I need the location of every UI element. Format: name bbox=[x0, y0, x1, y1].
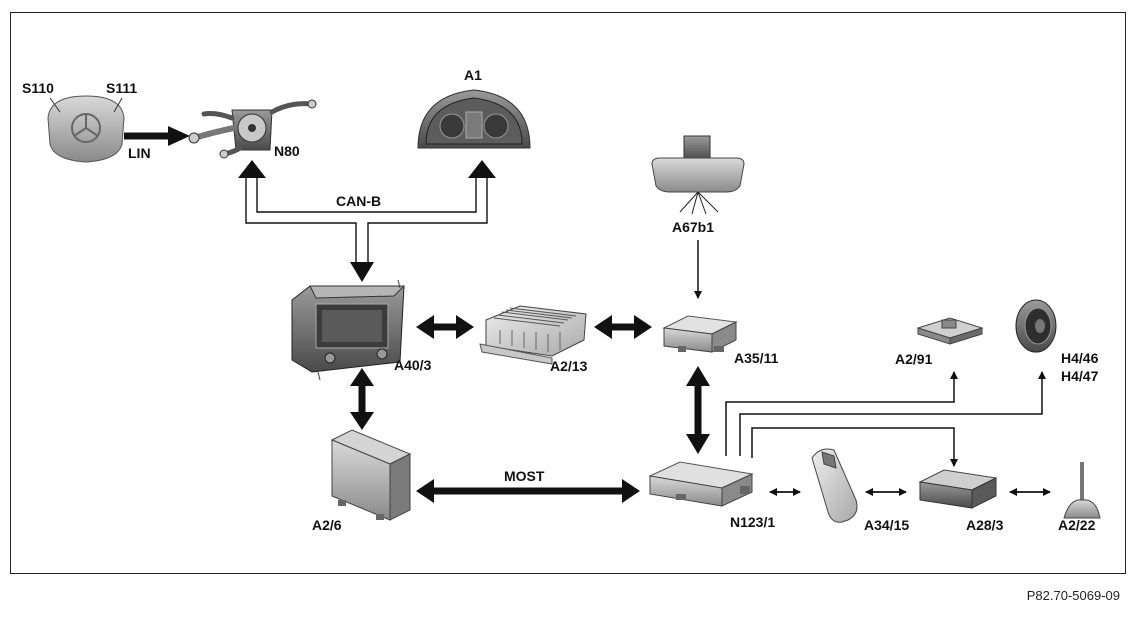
label-a2-22: A2/22 bbox=[1058, 517, 1096, 533]
control-unit-a35-11-icon bbox=[662, 315, 738, 353]
amplifier-a35-11-connection bbox=[594, 315, 652, 339]
label-h4-47: H4/47 bbox=[1061, 368, 1099, 384]
antenna-icon bbox=[1063, 462, 1101, 519]
module-a28-3-icon bbox=[918, 469, 998, 509]
label-a28-3: A28/3 bbox=[966, 517, 1004, 533]
label-a2-13: A2/13 bbox=[550, 358, 588, 374]
module-a2-91-icon bbox=[916, 317, 984, 345]
module-a2-6-icon bbox=[330, 429, 412, 521]
label-most: MOST bbox=[504, 468, 545, 484]
phone-cradle-icon bbox=[811, 448, 858, 523]
n123-1-output-lines bbox=[725, 371, 1046, 467]
diagram-frame bbox=[10, 12, 1126, 574]
figure-reference: P82.70-5069-09 bbox=[1026, 588, 1120, 603]
rearview-mirror-icon bbox=[651, 135, 745, 215]
amplifier-icon bbox=[479, 305, 587, 365]
label-a2-91: A2/91 bbox=[895, 351, 933, 367]
label-a40-3: A40/3 bbox=[394, 357, 432, 373]
a35-11-n123-1-connection bbox=[686, 366, 710, 454]
head-unit-amplifier-connection bbox=[416, 315, 474, 339]
label-s111: S111 bbox=[106, 80, 137, 96]
label-lin: LIN bbox=[128, 145, 151, 161]
loudspeaker-icon bbox=[1015, 299, 1057, 353]
label-n123-1: N123/1 bbox=[730, 514, 775, 530]
label-s110: S110 bbox=[22, 80, 54, 96]
head-unit-icon bbox=[291, 279, 406, 381]
label-a35-11: A35/11 bbox=[734, 350, 779, 366]
label-n80: N80 bbox=[274, 143, 300, 159]
can-b-connection bbox=[238, 160, 496, 282]
steering-column-module-icon bbox=[188, 99, 317, 159]
most-connection bbox=[416, 479, 640, 503]
steering-wheel-airbag-icon bbox=[47, 95, 125, 163]
head-unit-a2-6-connection bbox=[350, 368, 374, 430]
lin-connection bbox=[124, 126, 190, 146]
label-a1: A1 bbox=[464, 67, 482, 83]
label-h4-46: H4/46 bbox=[1061, 350, 1099, 366]
instrument-cluster-icon bbox=[417, 89, 531, 149]
label-a67b1: A67b1 bbox=[672, 219, 714, 235]
label-can-b: CAN-B bbox=[336, 193, 381, 209]
label-a2-6: A2/6 bbox=[312, 517, 342, 533]
label-a34-15: A34/15 bbox=[864, 517, 909, 533]
communication-module-icon bbox=[648, 461, 754, 507]
